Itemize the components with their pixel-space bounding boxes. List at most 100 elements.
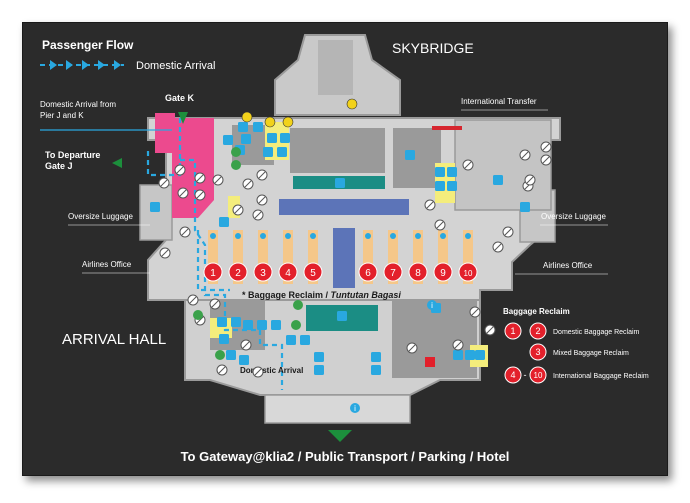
accessible-toilet-icon [241, 111, 253, 123]
svg-text:9: 9 [440, 268, 446, 279]
baby-room-icon [193, 310, 203, 320]
svg-text:7: 7 [390, 268, 396, 279]
toilet-icon [493, 175, 503, 185]
toilet-icon [223, 135, 233, 145]
svg-text:1: 1 [210, 268, 216, 279]
svg-text:10: 10 [534, 371, 543, 380]
toilet-icon [263, 147, 273, 157]
airlines-right-label: Airlines Office [543, 261, 593, 270]
toilet-icon [337, 311, 347, 321]
accessible-toilet-icon [282, 116, 294, 128]
to-departure-line2: Gate J [45, 161, 73, 171]
toilet-icon [243, 320, 253, 330]
toilet-icon [280, 133, 290, 143]
carousel-9: 9 [433, 262, 453, 282]
exit-arrow [328, 430, 352, 442]
bottom-banner: To Gateway@klia2 / Public Transport / Pa… [181, 449, 510, 464]
toilet-icon [475, 350, 485, 360]
toilet-icon [314, 352, 324, 362]
carousel-3: 3 [253, 262, 273, 282]
carousel-belts [208, 230, 473, 284]
baggage-legend-mixed: 3 Mixed Baggage Reclaim [529, 343, 629, 361]
carousel-10: 10 [458, 262, 478, 282]
toilet-icon [447, 181, 457, 191]
toilet-icon [286, 335, 296, 345]
carousel-4: 4 [278, 262, 298, 282]
svg-text:2: 2 [535, 326, 540, 336]
belt-sensor-icon [260, 233, 266, 239]
baby-room-icon [231, 147, 241, 157]
belt-sensor-icon [440, 233, 446, 239]
svg-text:1: 1 [510, 326, 515, 336]
to-departure-arrow [112, 158, 122, 168]
baggage-legend-domestic: 1 2 Domestic Baggage Reclaim [504, 322, 640, 340]
international-transfer-label: International Transfer [461, 97, 537, 106]
flow-legend-line [40, 60, 124, 70]
arrival-hall-label: ARRIVAL HALL [62, 331, 166, 348]
carousel-6: 6 [358, 262, 378, 282]
toilet-icon [253, 122, 263, 132]
toilet-icon [231, 317, 241, 327]
toilet-icon [314, 365, 324, 375]
legend-title: Passenger Flow [42, 38, 134, 52]
domestic-from-pier-line1: Domestic Arrival from [40, 100, 116, 109]
belt-sensor-icon [210, 233, 216, 239]
oversize-right-label: Oversize Luggage [541, 212, 606, 221]
toilet-icon [435, 167, 445, 177]
to-departure-line1: To Departure [45, 150, 100, 160]
facility-icons: ii [150, 98, 552, 413]
svg-text:i: i [354, 404, 356, 413]
toilet-icon [435, 181, 445, 191]
svg-text:6: 6 [365, 268, 371, 279]
svg-text:3: 3 [260, 268, 266, 279]
baby-room-icon [293, 300, 303, 310]
toilet-icon [335, 178, 345, 188]
info-icon [350, 403, 360, 413]
toilet-icon [226, 350, 236, 360]
carousel-8: 8 [408, 262, 428, 282]
belt-sensor-icon [415, 233, 421, 239]
toilet-icon [257, 320, 267, 330]
toilet-icon [267, 133, 277, 143]
toilet-icon [150, 202, 160, 212]
gate-k-label: Gate K [165, 93, 195, 103]
airlines-left-label: Airlines Office [82, 260, 132, 269]
toilet-icon [241, 134, 251, 144]
skybridge-label: SKYBRIDGE [392, 40, 474, 56]
domestic-from-pier-line2: Pier J and K [40, 111, 84, 120]
carousel-markers: 1 2 3 4 5 6 7 8 9 10 [203, 233, 478, 282]
accessible-toilet-icon [264, 116, 276, 128]
svg-text:8: 8 [415, 268, 421, 279]
toilet-icon [219, 217, 229, 227]
svg-text:i: i [431, 301, 433, 310]
belt-sensor-icon [310, 233, 316, 239]
baby-room-icon [291, 320, 301, 330]
svg-text:4: 4 [510, 370, 515, 380]
toilet-icon [271, 320, 281, 330]
carousel-1: 1 [203, 262, 223, 282]
domestic-flow-path [146, 118, 284, 390]
toilet-icon [239, 355, 249, 365]
counter-icon [425, 357, 435, 367]
toilet-icon [447, 167, 457, 177]
baby-room-icon [215, 350, 225, 360]
svg-text:4: 4 [285, 268, 291, 279]
blue-belt-center [333, 228, 355, 288]
svg-text:Domestic Baggage Reclaim: Domestic Baggage Reclaim [553, 329, 640, 336]
oversize-left-label: Oversize Luggage [68, 212, 133, 221]
svg-text:International Baggage Reclaim: International Baggage Reclaim [553, 373, 649, 380]
accessible-toilet-icon [346, 98, 358, 110]
toilet-icon [371, 352, 381, 362]
carousel-7: 7 [383, 262, 403, 282]
carousel-5: 5 [303, 262, 323, 282]
svg-text:3: 3 [535, 347, 540, 357]
toilet-icon [405, 150, 415, 160]
toilet-icon [453, 350, 463, 360]
baggage-legend-title: Baggage Reclaim [503, 307, 570, 316]
domestic-arrival-area-label: Domestic Arrival [240, 366, 303, 375]
carousel-2: 2 [228, 262, 248, 282]
svg-text:-: - [524, 370, 527, 380]
svg-text:10: 10 [464, 269, 473, 278]
toilet-icon [465, 350, 475, 360]
